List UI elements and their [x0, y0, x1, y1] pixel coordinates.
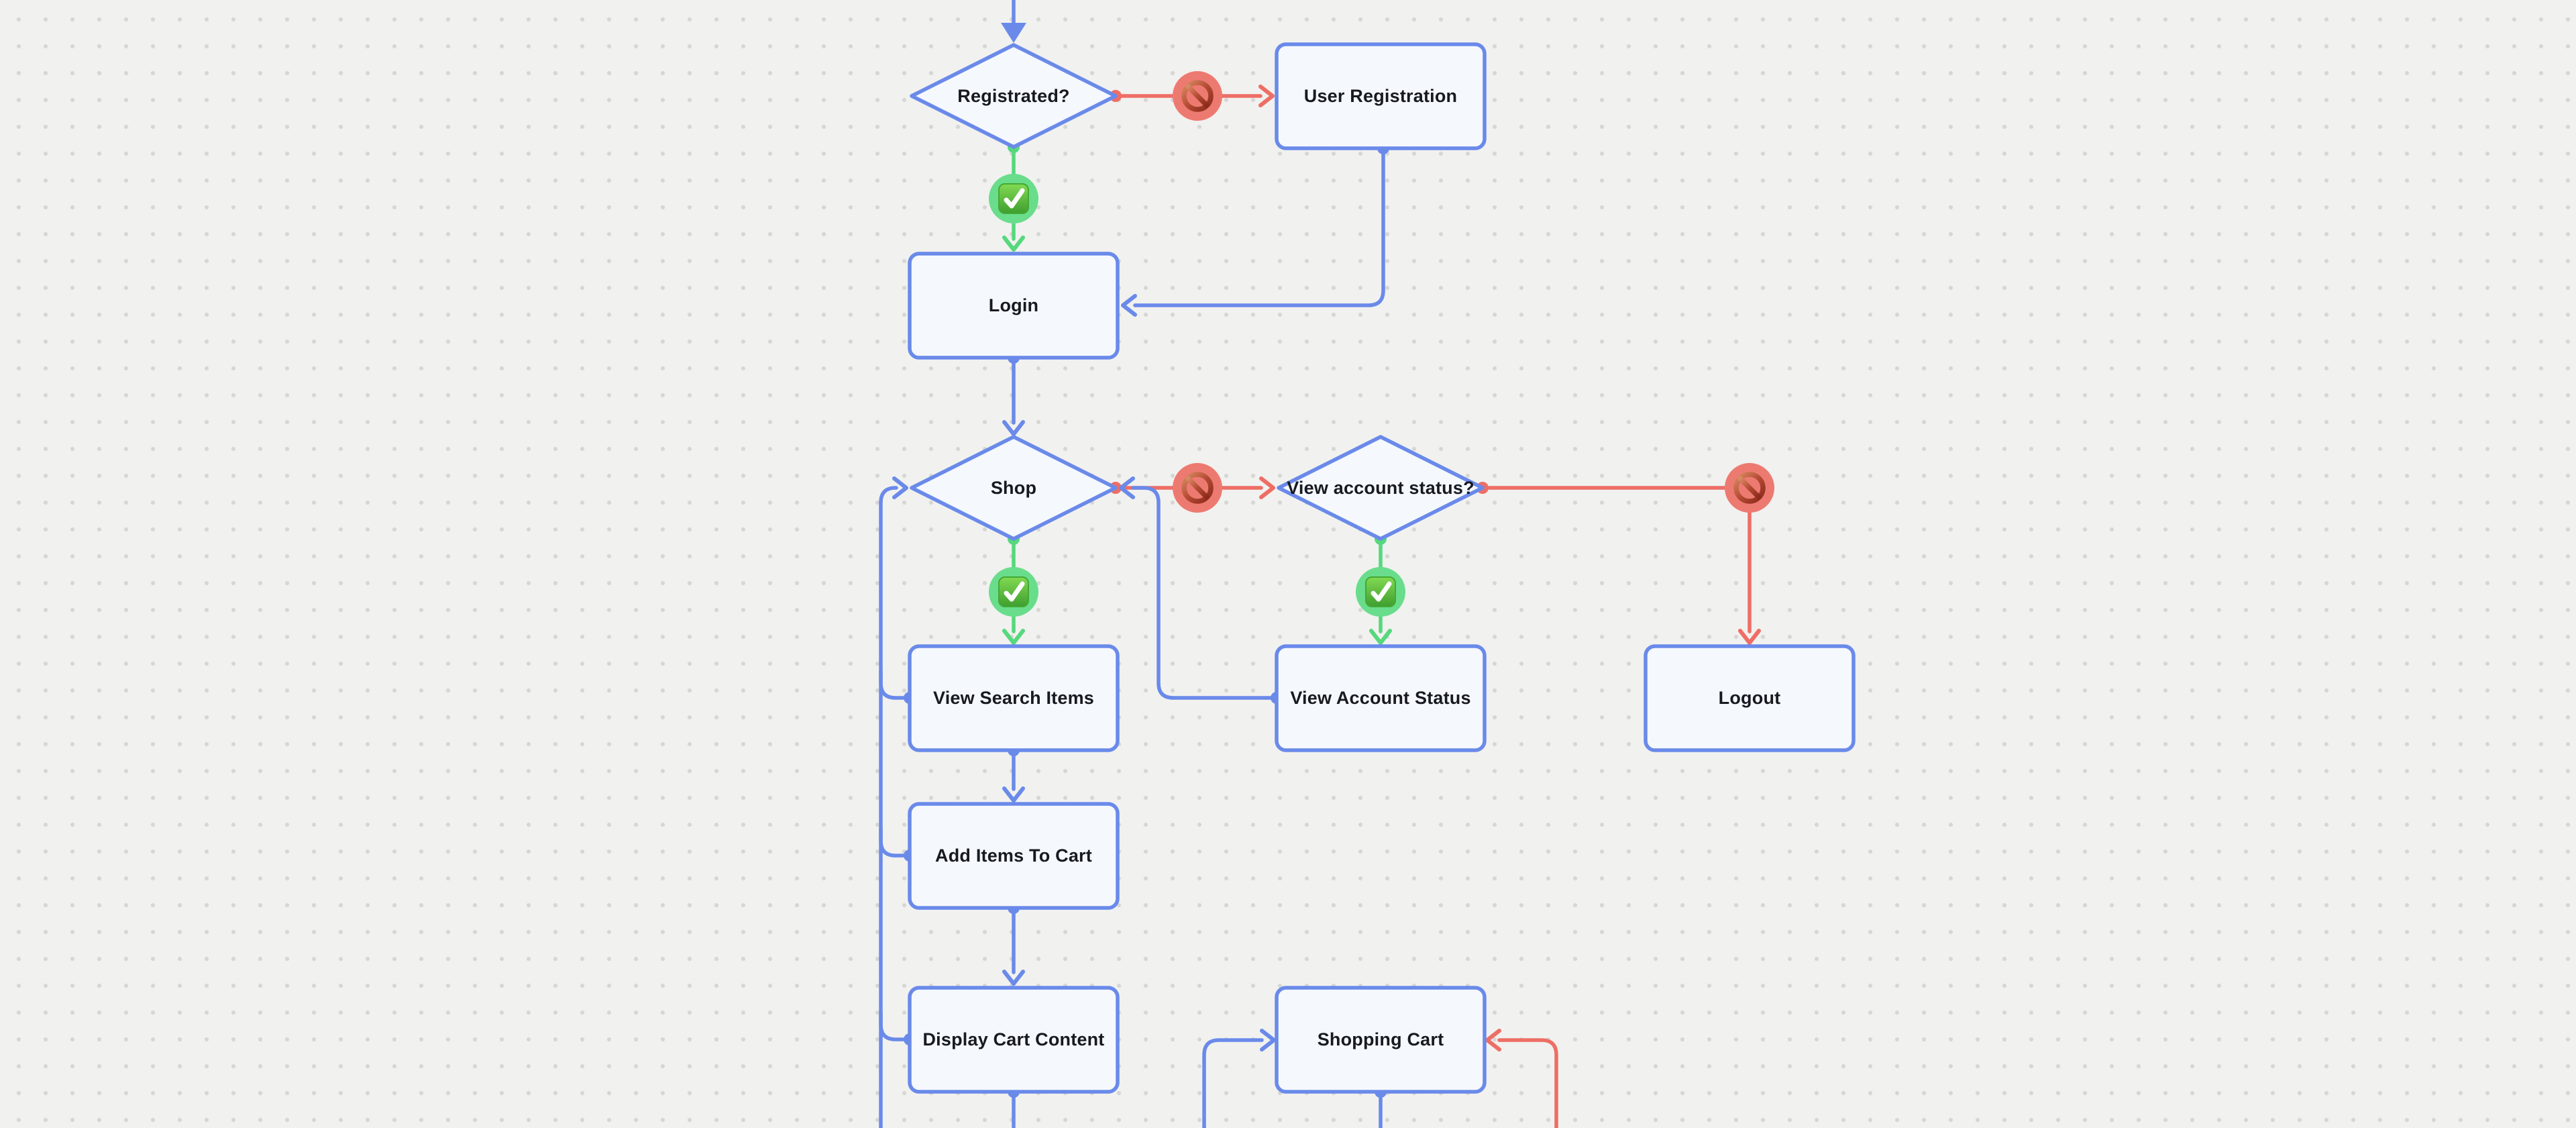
- edge-line: [879, 669, 912, 700]
- arrowhead: [1369, 629, 1392, 645]
- check-mark-icon[interactable]: [1356, 567, 1405, 617]
- no-entry-ring: [1181, 472, 1214, 504]
- edge-line: [879, 486, 898, 1128]
- edge-line: [879, 827, 912, 858]
- edge-line: [1131, 486, 1279, 700]
- check-square: [1365, 576, 1396, 607]
- node-user-registration[interactable]: User Registration: [1303, 86, 1458, 106]
- node-view-search-items-shape[interactable]: [908, 644, 1120, 752]
- edge-offscreen-shopping-cart-blue[interactable]: [1202, 1029, 1276, 1128]
- no-entry-slash: [1185, 476, 1210, 500]
- arrowhead: [1121, 294, 1137, 317]
- node-display-cart-content[interactable]: Display Cart Content: [922, 1029, 1105, 1049]
- no-entry-slash: [1737, 476, 1762, 500]
- no-entry-icon[interactable]: [1173, 71, 1222, 121]
- arrowhead: [1485, 1029, 1501, 1052]
- no-entry-slash: [1185, 84, 1210, 108]
- arrowhead: [1002, 970, 1025, 986]
- node-logout-shape[interactable]: [1644, 644, 1856, 752]
- check-stroke: [1004, 581, 1025, 602]
- arrowhead: [1119, 476, 1135, 499]
- node-shop[interactable]: Shop: [990, 477, 1037, 498]
- arrowhead: [892, 476, 908, 499]
- node-display-cart-content-shape[interactable]: [908, 986, 1120, 1094]
- edge-user-registration-login[interactable]: [1121, 142, 1389, 317]
- edge-add-items-to-cart-display-cart-content[interactable]: [1002, 902, 1025, 986]
- no-entry-ring: [1181, 80, 1214, 112]
- node-login-shape[interactable]: [908, 252, 1120, 360]
- node-shop-shape[interactable]: [910, 435, 1118, 541]
- arrowhead: [1259, 476, 1275, 499]
- arrowhead: [1001, 23, 1026, 43]
- arrowhead: [1258, 85, 1275, 107]
- check-mark-icon[interactable]: [989, 567, 1038, 617]
- arrowhead: [1002, 629, 1025, 645]
- edge-loop-back-to-shop[interactable]: [879, 476, 908, 1128]
- node-view-account-status-shape[interactable]: [1275, 644, 1487, 752]
- edge-line: [879, 1011, 912, 1041]
- arrowhead: [1002, 236, 1025, 252]
- edge-entry-registrated[interactable]: [1001, 0, 1026, 43]
- node-shopping-cart[interactable]: Shopping Cart: [1317, 1029, 1444, 1049]
- edge-offscreen-shopping-cart-red[interactable]: [1485, 1029, 1558, 1128]
- node-view-account-status-q-shape[interactable]: [1277, 435, 1485, 541]
- edge-line: [1481, 486, 1752, 633]
- edge-view-account-status-q-logout[interactable]: [1477, 482, 1761, 645]
- arrowhead: [1738, 629, 1761, 645]
- no-entry-icon[interactable]: [1725, 463, 1774, 513]
- node-view-account-status-q[interactable]: View account status?: [1287, 477, 1474, 498]
- no-entry-ring: [1733, 472, 1766, 504]
- edge-line: [1133, 146, 1385, 307]
- node-login[interactable]: Login: [988, 295, 1039, 315]
- check-mark-icon[interactable]: [989, 174, 1038, 223]
- edge-view-search-items-add-items-to-cart[interactable]: [1002, 744, 1025, 803]
- node-add-items-to-cart[interactable]: Add Items To Cart: [935, 845, 1092, 866]
- arrowhead: [1260, 1029, 1276, 1052]
- node-shopping-cart-shape[interactable]: [1275, 986, 1487, 1094]
- check-square: [998, 183, 1029, 214]
- check-stroke: [1004, 188, 1025, 209]
- node-add-items-to-cart-shape[interactable]: [908, 802, 1120, 910]
- arrowhead: [1002, 420, 1025, 436]
- edge-login-shop[interactable]: [1002, 352, 1025, 436]
- check-stroke: [1371, 581, 1392, 602]
- check-square: [998, 576, 1029, 607]
- node-user-registration-shape[interactable]: [1275, 42, 1487, 150]
- arrowhead: [1002, 786, 1025, 803]
- no-entry-icon[interactable]: [1173, 463, 1222, 513]
- node-logout[interactable]: Logout: [1718, 688, 1781, 708]
- node-view-account-status[interactable]: View Account Status: [1290, 688, 1471, 708]
- node-registrated-shape[interactable]: [910, 43, 1118, 149]
- edge-line: [1202, 1038, 1264, 1128]
- edge-line: [1497, 1038, 1558, 1128]
- node-registrated[interactable]: Registrated?: [957, 85, 1070, 106]
- node-view-search-items[interactable]: View Search Items: [932, 688, 1095, 708]
